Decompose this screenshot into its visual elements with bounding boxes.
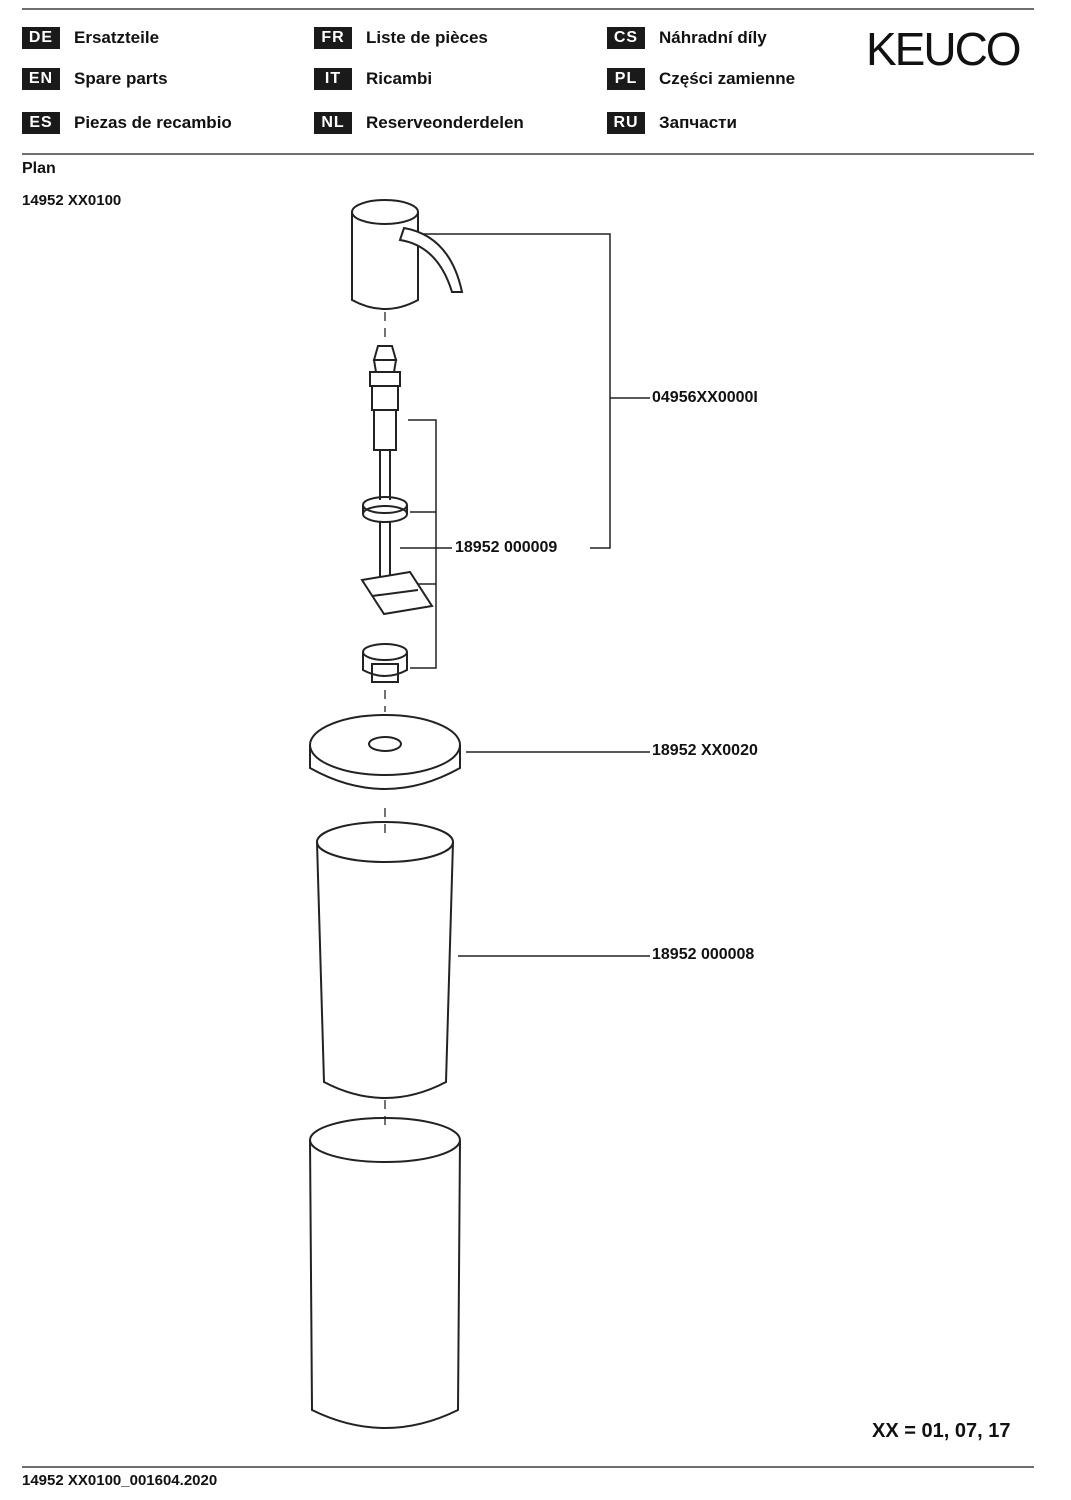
lang-code: ES xyxy=(22,112,60,134)
lang-it: IT Ricambi xyxy=(314,67,432,91)
part-label: 04956XX0000I xyxy=(652,389,758,406)
lang-label: Náhradní díly xyxy=(659,28,767,47)
part-label: 18952 000008 xyxy=(652,946,755,963)
lang-fr: FR Liste de pièces xyxy=(314,26,488,50)
lang-code: NL xyxy=(314,112,352,134)
leader-lines xyxy=(422,233,650,957)
product-article: 14952 XX0100 xyxy=(22,192,122,209)
lang-es: ES Piezas de recambio xyxy=(22,111,232,135)
brand-logo: KEUCO xyxy=(866,23,1022,75)
part-label: 18952 000009 xyxy=(455,539,558,556)
lang-label: Piezas de recambio xyxy=(74,113,232,132)
lid-disc-part xyxy=(309,714,461,790)
lang-de: DE Ersatzteile xyxy=(22,26,159,50)
lang-code: IT xyxy=(314,68,352,90)
lang-code: PL xyxy=(607,68,645,90)
lang-label: Części zamienne xyxy=(659,69,796,88)
inner-container-part xyxy=(316,821,454,1099)
product-series: Plan xyxy=(22,160,56,177)
lang-code: DE xyxy=(22,27,60,49)
top-rule xyxy=(22,8,1034,10)
pump-mechanism-part xyxy=(360,345,434,683)
footer-rule xyxy=(22,1466,1034,1468)
lang-label: Reserveonderdelen xyxy=(366,113,524,132)
lang-ru: RU Запчасти xyxy=(607,111,737,135)
lang-label: Liste de pièces xyxy=(366,28,488,47)
mechanism-bracket xyxy=(400,419,452,669)
lang-code: EN xyxy=(22,68,60,90)
lang-nl: NL Reserveonderdelen xyxy=(314,111,524,135)
variant-note: XX = 01, 07, 17 xyxy=(872,1420,1011,1442)
lang-code: RU xyxy=(607,112,645,134)
part-label: 18952 XX0020 xyxy=(652,742,758,759)
lang-cs: CS Náhradní díly xyxy=(607,26,767,50)
header-rule xyxy=(22,153,1034,155)
lang-label: Ersatzteile xyxy=(74,28,160,47)
lang-label: Ricambi xyxy=(366,69,433,88)
document-id: 14952 XX0100_001604.2020 xyxy=(22,1472,218,1489)
lang-label: Запчасти xyxy=(659,113,737,132)
lang-code: CS xyxy=(607,27,645,49)
lang-en: EN Spare parts xyxy=(22,67,168,91)
pump-head-part xyxy=(351,199,464,310)
lang-label: Spare parts xyxy=(74,69,168,88)
outer-container-part xyxy=(309,1117,461,1429)
lang-code: FR xyxy=(314,27,352,49)
lang-pl: PL Części zamienne xyxy=(607,67,795,91)
